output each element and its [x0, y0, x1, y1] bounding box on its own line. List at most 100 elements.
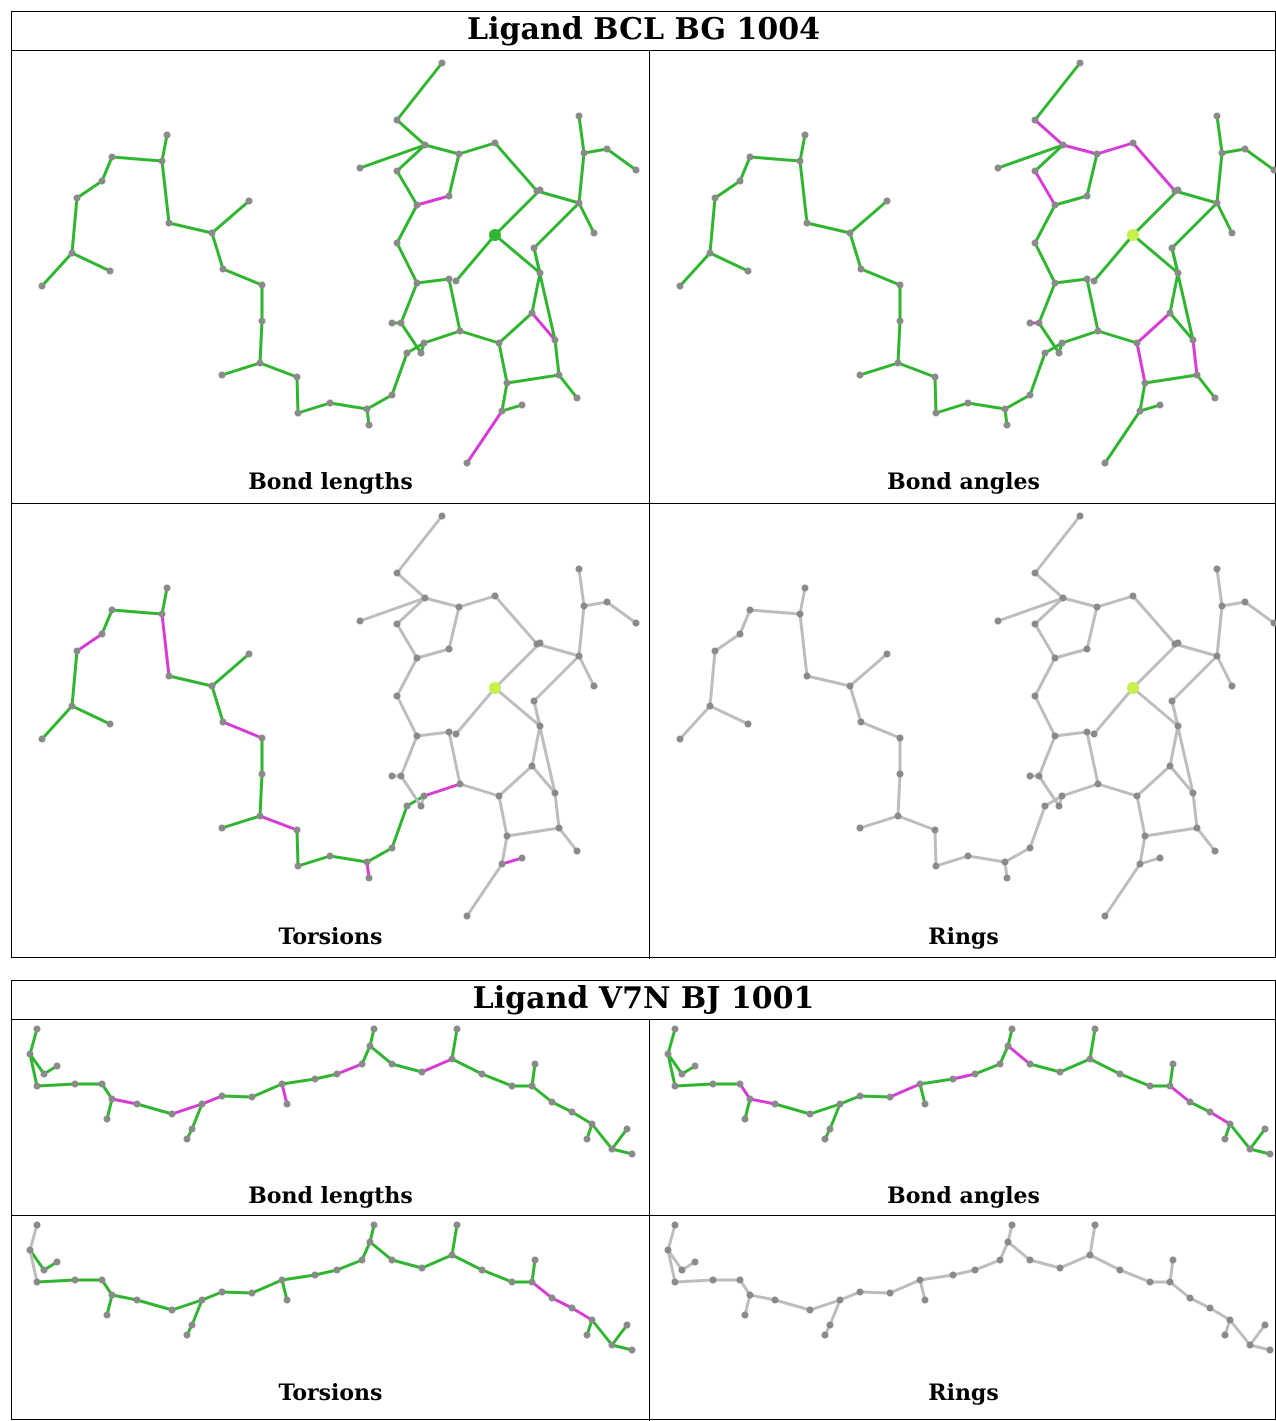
- bond: [860, 1096, 890, 1097]
- atom: [99, 1277, 106, 1284]
- atom: [633, 167, 640, 174]
- atom: [398, 320, 405, 327]
- atom: [169, 1307, 176, 1314]
- bond: [800, 614, 807, 676]
- bond: [1005, 848, 1030, 862]
- atom: [1004, 875, 1011, 882]
- bond: [449, 607, 459, 649]
- bond: [750, 610, 800, 614]
- atom: [220, 719, 227, 726]
- bond: [1008, 1242, 1030, 1260]
- atom: [1084, 276, 1091, 283]
- atom: [166, 673, 173, 680]
- atom: [532, 1257, 539, 1264]
- bond: [532, 273, 540, 313]
- atom: [259, 318, 266, 325]
- atom: [745, 721, 752, 728]
- atom: [922, 1101, 929, 1108]
- atom: [364, 406, 371, 413]
- atom: [1242, 599, 1249, 606]
- atom: [1027, 845, 1034, 852]
- bond: [1245, 602, 1274, 623]
- bond: [401, 283, 417, 323]
- atom: [69, 250, 76, 257]
- atom: [366, 875, 373, 882]
- bond: [397, 205, 417, 243]
- bond: [260, 816, 297, 830]
- bond: [579, 153, 584, 203]
- bond: [467, 864, 502, 916]
- atom: [419, 1069, 426, 1076]
- atom: [457, 328, 464, 335]
- atom: [457, 781, 464, 788]
- bond: [579, 203, 594, 233]
- atom: [997, 1257, 1004, 1264]
- bond: [1035, 696, 1055, 736]
- bond: [935, 377, 936, 413]
- bond: [1170, 726, 1178, 766]
- atom: [209, 683, 216, 690]
- bond: [337, 1064, 362, 1074]
- panel-torsions: Torsions: [12, 1216, 649, 1408]
- bond: [297, 830, 298, 866]
- bond: [861, 269, 900, 285]
- bond: [710, 253, 748, 271]
- bond: [898, 816, 935, 830]
- bond: [890, 1280, 920, 1293]
- atom: [509, 1083, 516, 1090]
- bond: [495, 143, 537, 191]
- atom: [1227, 1121, 1234, 1128]
- atom: [453, 278, 460, 285]
- bond: [1030, 1064, 1060, 1072]
- atom: [1052, 733, 1059, 740]
- atom: [747, 1292, 754, 1299]
- atom: [742, 1312, 749, 1319]
- atom: [414, 202, 421, 209]
- bond: [330, 856, 367, 862]
- atom: [312, 1076, 319, 1083]
- atom: [41, 1071, 48, 1078]
- atom: [492, 593, 499, 600]
- bond: [452, 1225, 457, 1255]
- atom: [884, 651, 891, 658]
- atom: [69, 703, 76, 710]
- bond: [212, 201, 249, 233]
- atom: [1002, 406, 1009, 413]
- bond: [112, 610, 162, 614]
- bond: [1035, 120, 1063, 145]
- atom: [357, 618, 364, 625]
- bond: [592, 1124, 612, 1149]
- atom: [246, 651, 253, 658]
- atom: [1032, 240, 1039, 247]
- bond: [417, 649, 449, 658]
- atom: [1222, 1136, 1229, 1143]
- atom: [807, 1307, 814, 1314]
- bond: [1035, 573, 1063, 598]
- bond: [1098, 784, 1137, 796]
- atom: [897, 771, 904, 778]
- bond: [330, 403, 367, 409]
- bond: [37, 1084, 75, 1086]
- atom: [797, 158, 804, 165]
- bond: [1039, 736, 1055, 776]
- atom: [1175, 270, 1182, 277]
- atom: [1091, 731, 1098, 738]
- atom: [1027, 1061, 1034, 1068]
- ligand-block-1: Ligand BCL BG 1004 Bond lengths Bond ang…: [11, 11, 1276, 958]
- bond: [212, 686, 223, 722]
- bond: [750, 157, 800, 161]
- bond: [555, 340, 559, 375]
- bond: [1063, 145, 1097, 154]
- atom: [1059, 793, 1066, 800]
- atom: [257, 813, 264, 820]
- bond: [252, 1084, 282, 1097]
- atom: [166, 220, 173, 227]
- atom: [574, 848, 581, 855]
- atom: [414, 655, 421, 662]
- atom: [479, 1071, 486, 1078]
- bond: [775, 1104, 810, 1114]
- atom: [1187, 1295, 1194, 1302]
- atom: [549, 1099, 556, 1106]
- atom: [1091, 278, 1098, 285]
- bond: [424, 784, 460, 796]
